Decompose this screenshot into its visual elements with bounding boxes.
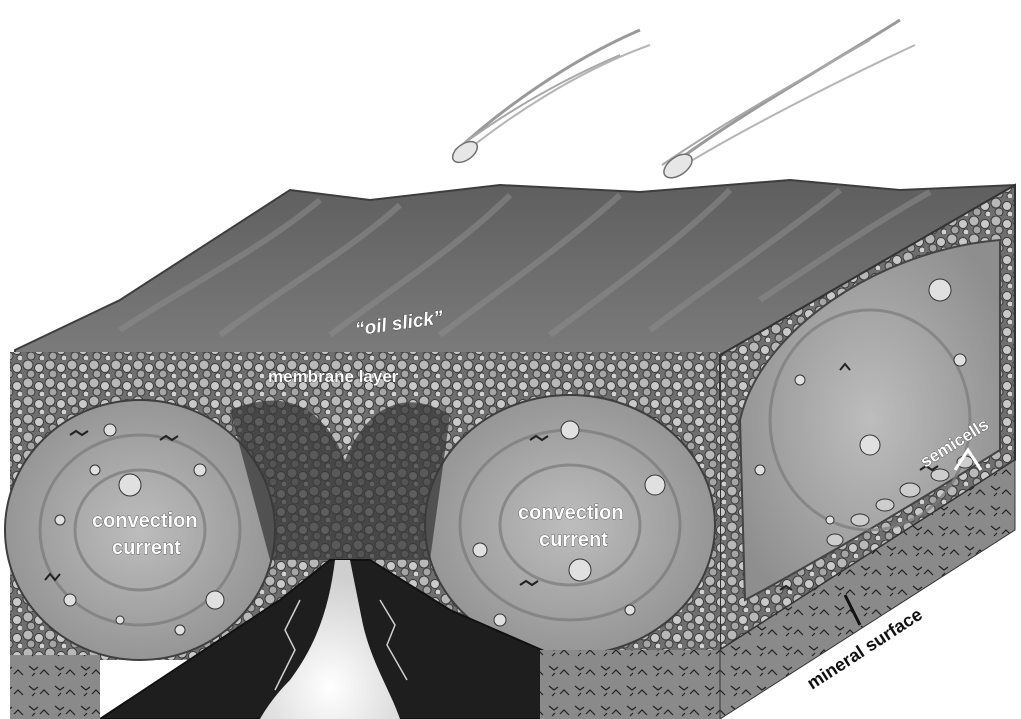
label-convection-left-2: current bbox=[112, 537, 181, 559]
label-membrane-layer: membrane layer bbox=[268, 367, 399, 386]
label-convection-left-1: convection bbox=[92, 510, 198, 532]
comet-left bbox=[449, 30, 650, 167]
mineral-floor-front bbox=[10, 655, 100, 719]
mineral-floor-front-right bbox=[540, 650, 720, 719]
label-convection-right-1: convection bbox=[518, 502, 624, 524]
comet-right bbox=[660, 20, 915, 183]
label-convection-right-2: current bbox=[539, 529, 608, 551]
